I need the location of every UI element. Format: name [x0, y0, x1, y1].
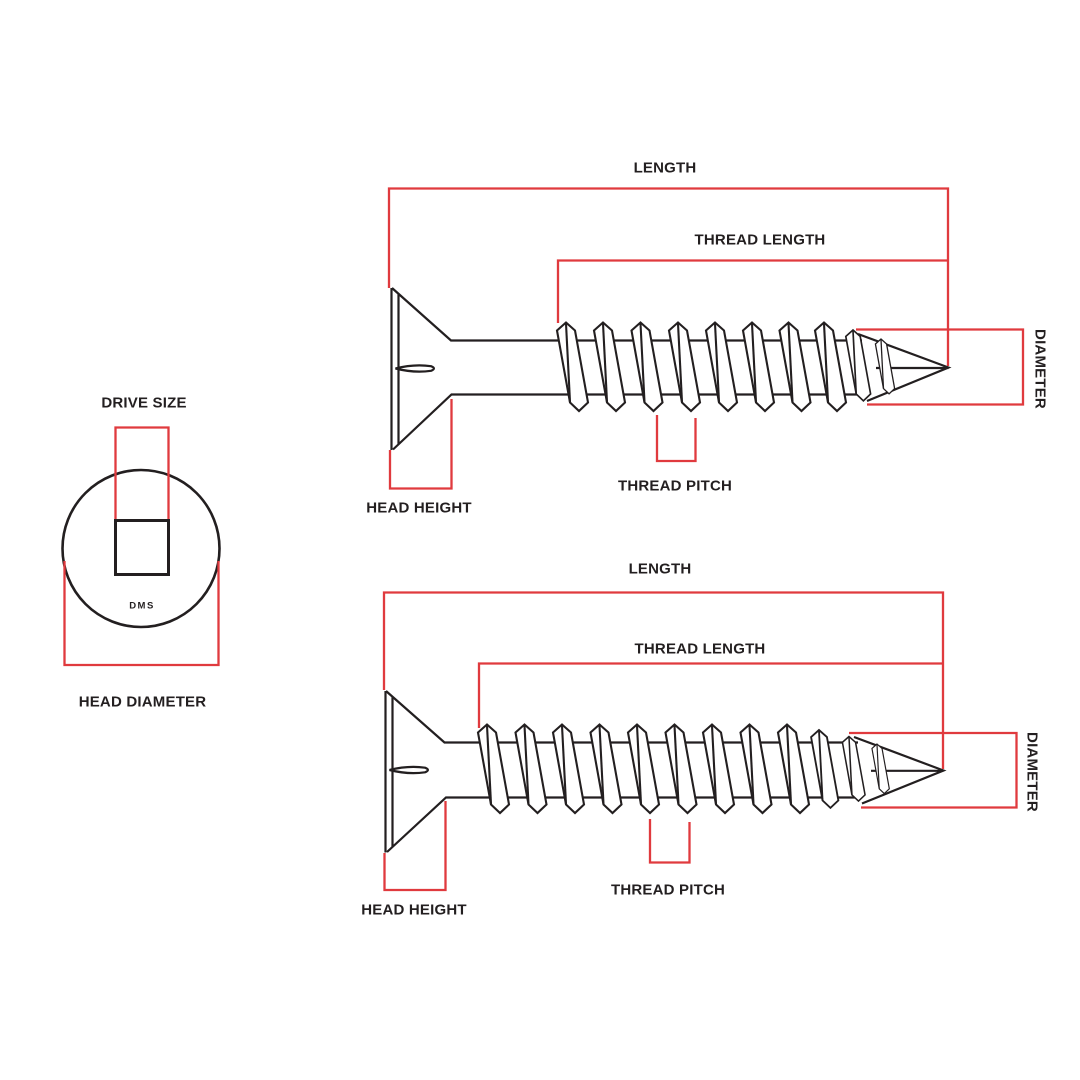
drive-size-bracket: [114, 426, 170, 520]
bottom-thread-length-bracket: [477, 662, 943, 728]
bottom-head-height-label: HEAD HEIGHT: [361, 901, 467, 919]
drive-size-label: DRIVE SIZE: [101, 394, 187, 412]
top-length-label: LENGTH: [633, 159, 697, 176]
bottom-screw-threads: [476, 723, 890, 815]
top-head-height-label: HEAD HEIGHT: [366, 499, 472, 516]
top-head-height-bracket: [388, 399, 453, 490]
bottom-screw-drawing: [382, 591, 1018, 892]
bottom-diameter-label: DIAMETER: [1023, 732, 1041, 812]
top-length-bracket: [387, 187, 950, 366]
bottom-thread-pitch-bracket: [648, 819, 691, 864]
bottom-diameter-bracket: [849, 731, 1018, 809]
bottom-screw-slot: [389, 765, 429, 775]
top-diameter-label: DIAMETER: [1031, 329, 1049, 409]
top-thread-length-bracket: [556, 259, 948, 323]
bottom-length-bracket: [382, 591, 945, 769]
top-thread-length-label: THREAD LENGTH: [694, 231, 826, 248]
top-thread-pitch-bracket: [655, 415, 697, 463]
bottom-screw-tip: [853, 735, 947, 805]
top-screw-tip: [857, 332, 952, 403]
top-thread-pitch-label: THREAD PITCH: [617, 477, 733, 494]
bottom-head-height-bracket: [383, 801, 447, 892]
top-diameter-bracket: [856, 328, 1025, 406]
bottom-length-label: LENGTH: [628, 560, 692, 578]
square-drive-recess: [114, 519, 170, 576]
bottom-thread-length-label: THREAD LENGTH: [634, 640, 766, 657]
drive-marking-label: DMS: [129, 600, 155, 612]
top-screw-drawing: [387, 187, 1025, 490]
top-screw-slot: [395, 364, 435, 373]
head-outline-circle: [61, 468, 221, 629]
head-diameter-label: HEAD DIAMETER: [78, 693, 207, 710]
head-diameter-bracket: [63, 561, 220, 667]
front-view-drawing: [61, 426, 221, 667]
top-screw-threads: [555, 321, 896, 413]
bottom-thread-pitch-label: THREAD PITCH: [610, 881, 726, 899]
